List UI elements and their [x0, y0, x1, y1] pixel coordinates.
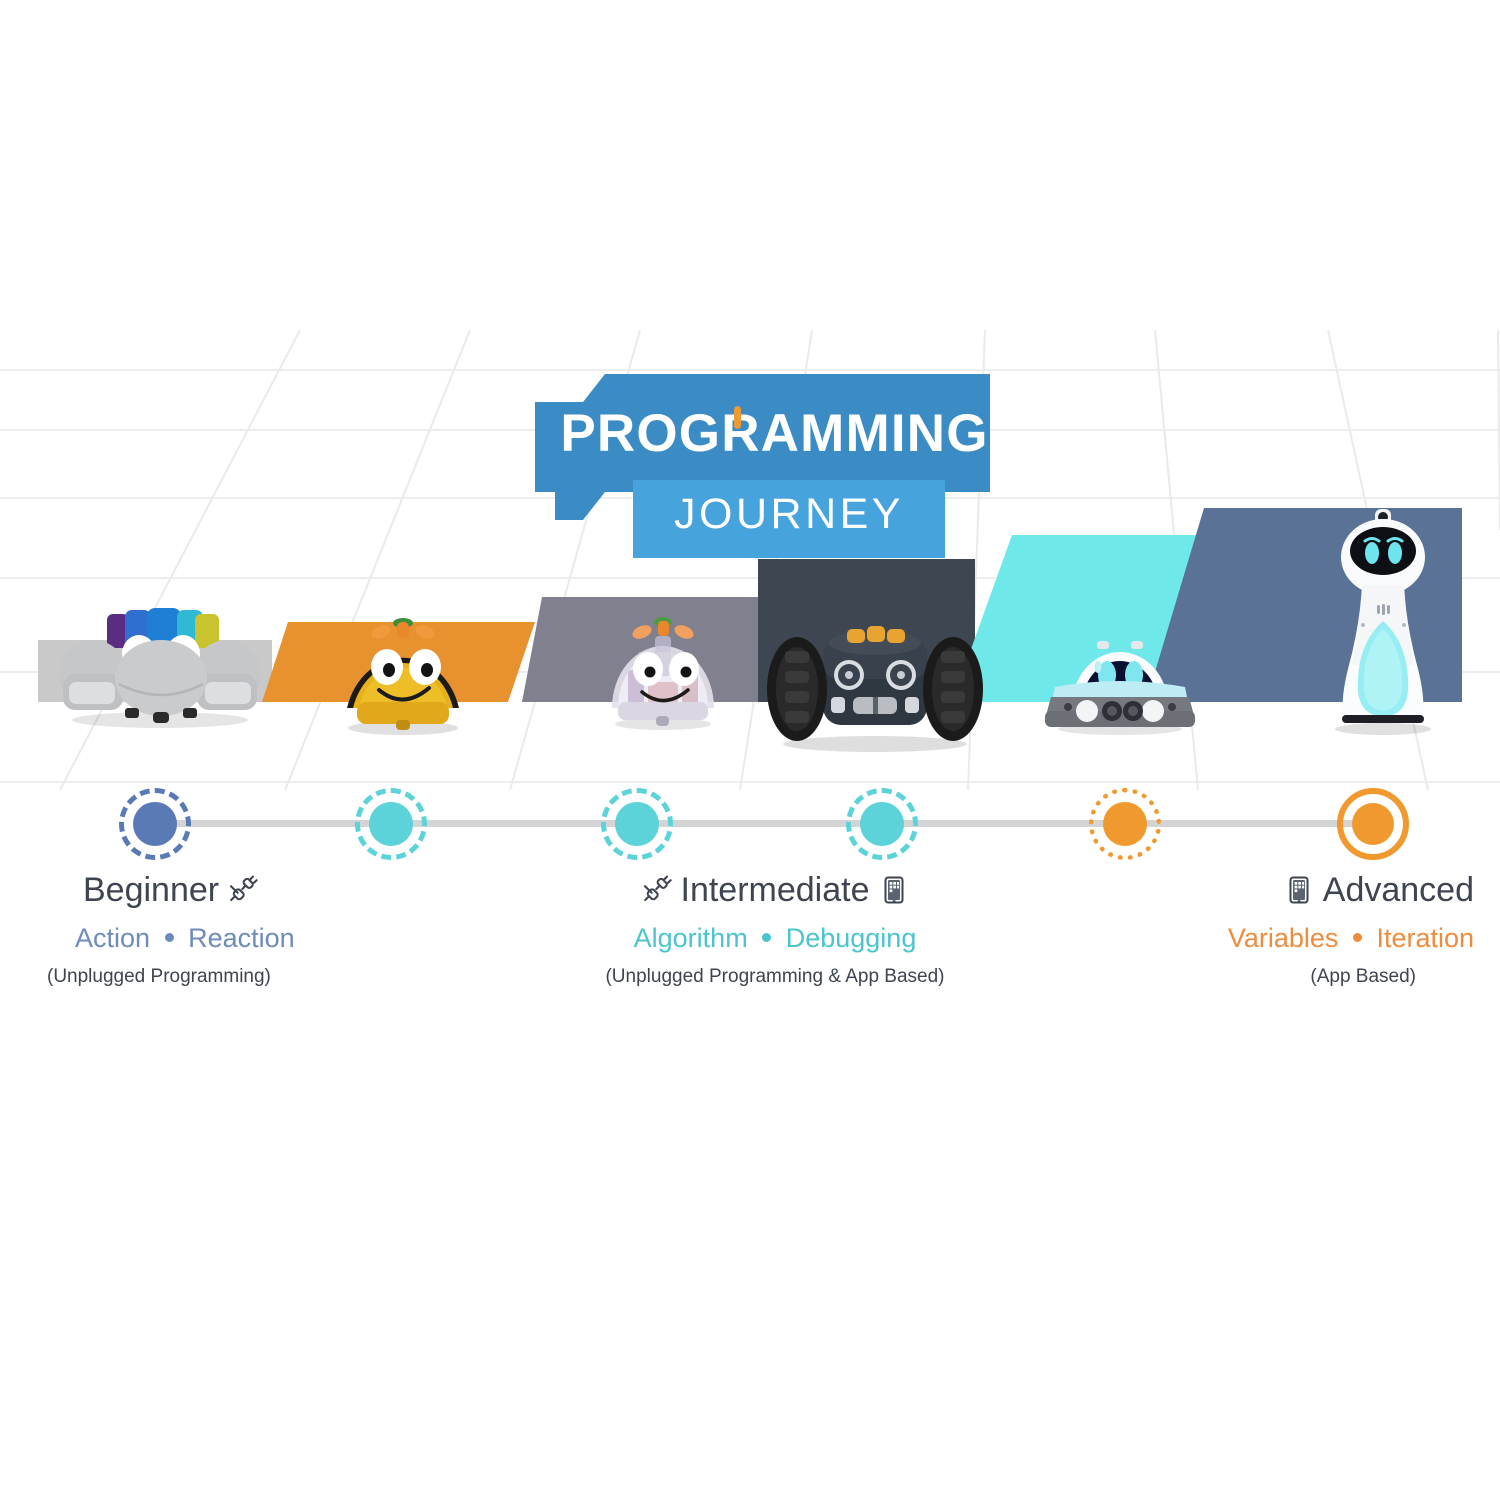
node-ring [1089, 788, 1161, 860]
stage-beginner-heading: Beginner [47, 868, 487, 912]
node-ring [1337, 788, 1409, 860]
stage-advanced-skill-1: Variables [1227, 923, 1339, 953]
banner-subtitle-shape [633, 480, 945, 558]
skill-separator-dot [762, 932, 772, 942]
node-ring [601, 788, 673, 860]
timeline-node-6[interactable] [1337, 788, 1409, 860]
node-core [369, 802, 413, 846]
stage-beginner-skill-2: Reaction [188, 923, 295, 953]
node-core [860, 802, 904, 846]
stage-advanced-title: Advanced [1322, 871, 1474, 909]
power-symbol-accent [734, 406, 741, 429]
stage-beginner: Beginner Action Reaction [47, 868, 487, 990]
timeline-node-5[interactable] [1089, 788, 1161, 860]
botley-robot [1035, 625, 1205, 735]
stage-advanced-heading: Advanced [1030, 868, 1474, 912]
stage-intermediate-note: (Unplugged Programming & App Based) [605, 966, 945, 987]
node-ring [355, 788, 427, 860]
node-core [133, 802, 177, 846]
timeline-node-3[interactable] [601, 788, 673, 860]
node-core [615, 802, 659, 846]
humanoid-companion-robot [1318, 505, 1448, 735]
stage-intermediate-skill-2: Debugging [785, 923, 917, 953]
stage-advanced-note: (App Based) [1310, 966, 1416, 987]
unplugged-icon [642, 875, 672, 905]
timeline-track [155, 820, 1370, 827]
skill-separator-dot [1352, 932, 1362, 942]
stage-advanced-skill-2: Iteration [1376, 923, 1474, 953]
stage-intermediate-title: Intermediate [680, 871, 870, 909]
blue-bot-robot [598, 612, 728, 730]
unplugged-icon [228, 875, 258, 905]
code-a-pillar-robot [55, 608, 265, 728]
stage-beginner-skill-1: Action [75, 923, 151, 953]
stage-beginner-title: Beginner [83, 871, 220, 909]
node-core [1103, 802, 1147, 846]
node-ring [846, 788, 918, 860]
timeline-node-1[interactable] [119, 788, 191, 860]
title-banner: PROGRAMMING JOURNEY [535, 368, 1010, 558]
stage-intermediate: Intermediate [525, 868, 1025, 990]
skill-separator-dot [164, 932, 174, 942]
stage-intermediate-skill-1: Algorithm [633, 923, 748, 953]
rugged-rover-robot [765, 597, 985, 752]
robot-lineup [0, 330, 1500, 790]
stage-advanced: Advanced Variables Iteration (App Based) [1030, 868, 1474, 990]
stage-intermediate-skills: Algorithm Debugging [525, 920, 1025, 956]
tablet-app-icon [1284, 875, 1314, 905]
bee-bot-robot [333, 610, 473, 735]
banner-subtitle-text: JOURNEY [674, 490, 904, 538]
timeline-node-4[interactable] [846, 788, 918, 860]
stage-intermediate-heading: Intermediate [525, 868, 1025, 912]
stage-advanced-skills: Variables Iteration [1030, 920, 1474, 956]
node-core [1352, 803, 1394, 845]
timeline-node-2[interactable] [355, 788, 427, 860]
stage-beginner-skills: Action Reaction [47, 920, 487, 956]
stage-beginner-note: (Unplugged Programming) [47, 966, 271, 987]
node-ring [119, 788, 191, 860]
banner-title-text: PROGRAMMING [560, 404, 989, 463]
tablet-app-icon [879, 875, 909, 905]
